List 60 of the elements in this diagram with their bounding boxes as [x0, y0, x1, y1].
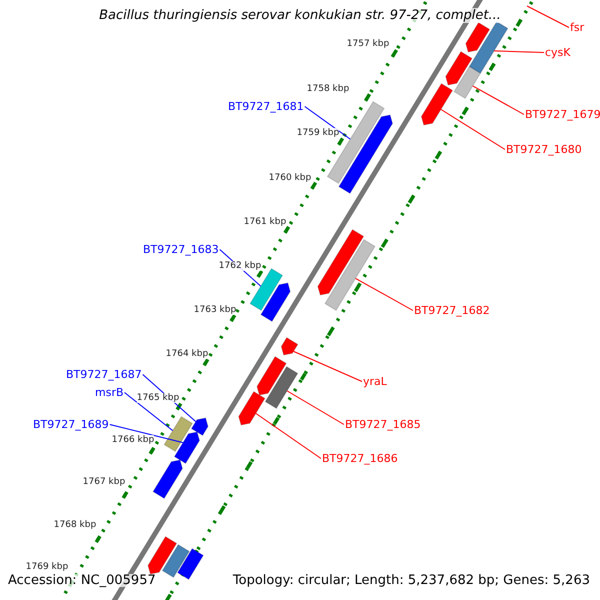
gene-label: BT9727_1683: [143, 243, 219, 256]
gene-feature: [164, 416, 194, 452]
gene-feature: [264, 366, 298, 410]
gene-feature: [147, 536, 178, 575]
tick-label: 1759 kbp: [296, 128, 340, 138]
tick-label: 1760 kbp: [268, 173, 312, 183]
gene-feature: [465, 22, 490, 53]
tick-label: 1762 kbp: [218, 261, 262, 271]
gene-feature: [338, 114, 394, 194]
gene-label: BT9727_1681: [228, 100, 304, 113]
gene-label: cysK: [545, 46, 571, 59]
gene-feature: [256, 356, 287, 396]
leader-line: [440, 108, 506, 150]
tick-label: 1764 kbp: [166, 349, 208, 359]
tick-label: 1763 kbp: [194, 305, 236, 315]
gene-feature: [324, 238, 376, 312]
leader-line: [494, 50, 544, 53]
footer-text: Topology: circular; Length: 5,237,682 bp; Genes: 5,263: [232, 574, 590, 587]
gene-feature: [468, 20, 508, 74]
gene-label: BT9727_1687: [66, 368, 142, 381]
gene-feature: [260, 282, 291, 322]
footer-text: Accession: NC_005957: [8, 574, 156, 587]
gene-feature: [453, 66, 482, 100]
gene-label: BT9727_1685: [345, 418, 421, 431]
gene-label: BT9727_1679: [525, 108, 600, 121]
gene-label: yraL: [363, 375, 387, 388]
tick-label: 1766 kbp: [112, 435, 154, 445]
tick-label: 1765 kbp: [136, 393, 180, 403]
leader-line: [304, 106, 351, 140]
gene-feature: [174, 431, 200, 464]
gene-feature: [420, 82, 454, 126]
gene-feature: [190, 417, 209, 436]
tick-label: 1758 kbp: [306, 84, 350, 94]
leader-line: [109, 424, 184, 444]
gene-feature: [162, 544, 190, 578]
gene-feature: [152, 459, 183, 500]
tick-label: 1769 kbp: [26, 562, 68, 572]
leader-line: [355, 278, 414, 311]
title: Bacillus thuringiensis serovar konkukian str. 97-27, complet...: [97, 8, 503, 23]
gene-label: BT9727_1680: [506, 143, 582, 156]
leader-line: [286, 390, 344, 425]
leader-line: [255, 412, 322, 459]
gene-label: msrB: [95, 386, 124, 399]
leader-line: [526, 6, 570, 28]
leader-line: [293, 350, 362, 382]
leader-line: [124, 392, 174, 432]
gene-label: BT9727_1682: [414, 304, 490, 317]
gene-feature: [445, 50, 473, 86]
gene-label: fsr: [570, 21, 584, 34]
gene-label: BT9727_1689: [33, 418, 109, 431]
gene-label: BT9727_1686: [322, 452, 398, 465]
leader-line: [472, 85, 524, 115]
gene-feature: [176, 548, 204, 580]
tick-label: 1757 kbp: [346, 39, 390, 49]
tick-label: 1761 kbp: [244, 217, 286, 227]
tick-label: 1768 kbp: [54, 520, 96, 530]
gene-feature: [280, 336, 298, 356]
tick-label: 1767 kbp: [82, 477, 126, 487]
gene-feature: [238, 390, 266, 426]
gene-feature: [317, 228, 364, 296]
